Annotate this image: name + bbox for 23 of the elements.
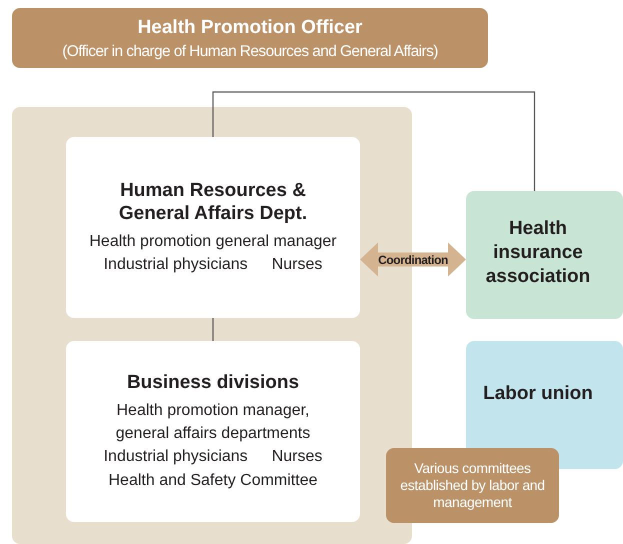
department-box bbox=[66, 137, 360, 318]
text-line: Industrial physicians bbox=[104, 447, 248, 468]
text-line: Various committees established by labor and management bbox=[399, 460, 546, 511]
double-arrow bbox=[360, 242, 466, 276]
heading: Business divisions bbox=[126, 371, 300, 395]
organization-box bbox=[466, 191, 623, 319]
text-line: Industrial physicians bbox=[104, 255, 248, 276]
text-line: Nurses bbox=[272, 447, 322, 468]
text-line: (Officer in charge of Human Resources and General Affairs) bbox=[62, 43, 438, 60]
heading: Labor union bbox=[483, 382, 593, 406]
edge-label: Coordination bbox=[378, 252, 448, 266]
heading: Human Resources & General Affairs Dept. bbox=[118, 178, 308, 226]
text-line: Health promotion manager, general affairs departments bbox=[114, 401, 312, 444]
heading: Health insurance association bbox=[484, 217, 592, 289]
connector-line bbox=[212, 318, 214, 341]
connector-line bbox=[212, 91, 536, 191]
text-line: Nurses bbox=[272, 255, 322, 276]
department-box bbox=[66, 341, 360, 522]
officer-box bbox=[12, 8, 488, 68]
heading: Health Promotion Officer bbox=[138, 16, 362, 40]
committee-box bbox=[386, 448, 559, 523]
text-line: Health and Safety Committee bbox=[108, 470, 318, 491]
text-line: Health promotion general manager bbox=[89, 232, 337, 252]
